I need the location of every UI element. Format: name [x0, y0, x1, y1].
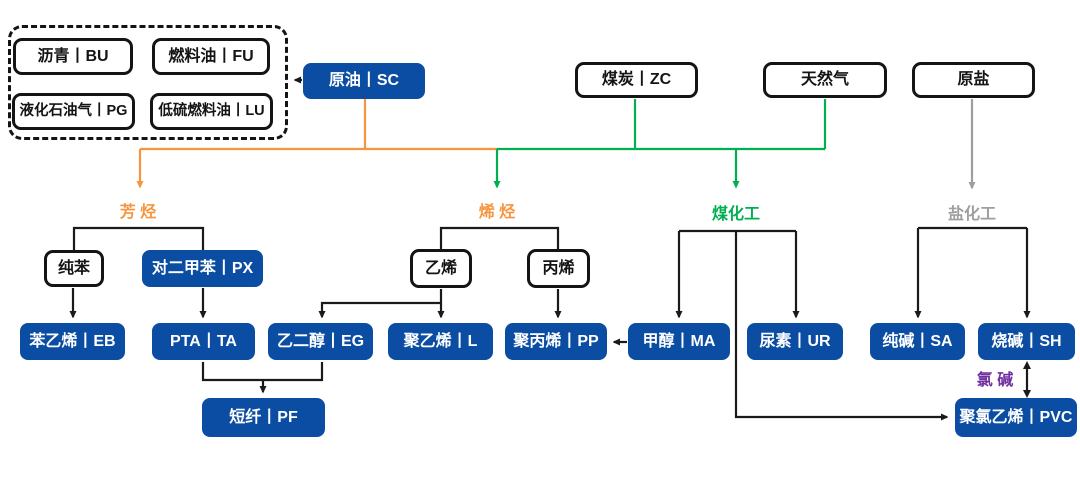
- label-aromatics: 芳 烃: [119, 204, 157, 221]
- node-polypropylene: 聚丙烯丨PP: [505, 323, 607, 360]
- node-short-fiber: 短纤丨PF: [202, 398, 325, 437]
- node-methanol: 甲醇丨MA: [628, 323, 730, 360]
- edge-ethylene-to-eg: [318, 301, 441, 319]
- node-paraxylene: 对二甲苯丨PX: [142, 250, 263, 287]
- chlor-alkali-arrow-up: [1023, 361, 1031, 369]
- node-caustic-soda: 烧碱丨SH: [978, 323, 1075, 360]
- node-low-sulfur-fuel-oil: 低硫燃料油丨LU: [150, 93, 273, 130]
- node-soda-ash: 纯碱丨SA: [870, 323, 965, 360]
- edge-coalchem-to-pvc: [734, 231, 949, 421]
- node-lpg: 液化石油气丨PG: [12, 93, 135, 130]
- label-chlor-alkali: 氯 碱: [976, 372, 1014, 389]
- node-propylene: 丙烯: [527, 249, 590, 288]
- label-salt-chemical: 盐化工: [947, 206, 997, 223]
- refined-products-group: [8, 25, 288, 140]
- node-urea: 尿素丨UR: [747, 323, 843, 360]
- label-olefins: 烯 烃: [478, 204, 516, 221]
- node-coal: 煤炭丨ZC: [575, 62, 698, 98]
- node-pta: PTA丨TA: [152, 323, 255, 360]
- node-ethylene: 乙烯: [410, 249, 472, 288]
- node-pvc: 聚氯乙烯丨PVC: [955, 398, 1077, 437]
- label-coal-chemical: 煤化工: [711, 206, 761, 223]
- edge-ta-eg-merge: [201, 362, 324, 382]
- edge-olefins-split: [439, 226, 560, 250]
- node-styrene-eb: 苯乙烯丨EB: [20, 323, 125, 360]
- node-pure-benzene: 纯苯: [44, 250, 104, 287]
- node-raw-salt: 原盐: [912, 62, 1035, 98]
- node-natural-gas: 天然气: [763, 62, 887, 98]
- edge-aromatics-split: [72, 226, 205, 251]
- node-meg: 乙二醇丨EG: [268, 323, 373, 360]
- chlor-alkali-arrow-down: [1023, 390, 1031, 398]
- node-fuel-oil: 燃料油丨FU: [152, 38, 270, 75]
- node-crude-oil: 原油丨SC: [303, 63, 425, 99]
- node-bitumen: 沥青丨BU: [13, 38, 133, 75]
- node-polyethylene: 聚乙烯丨L: [388, 323, 493, 360]
